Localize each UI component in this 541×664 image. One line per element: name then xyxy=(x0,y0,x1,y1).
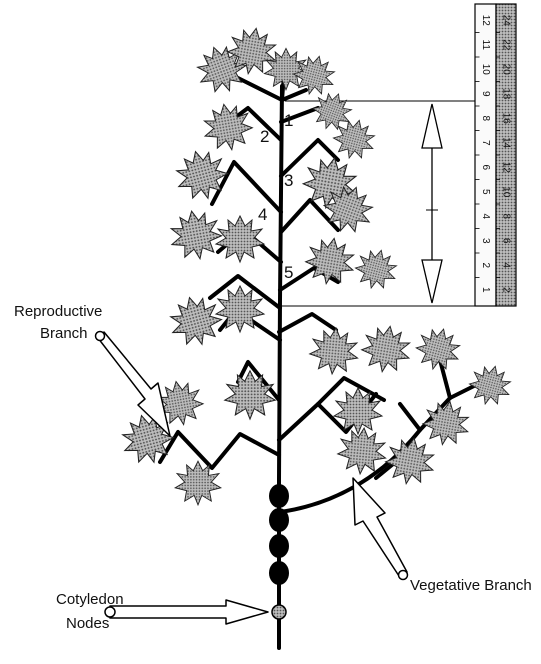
ruler-outer-tick-label: 20 xyxy=(500,64,511,76)
ruler-outer-tick-label: 6 xyxy=(500,238,511,244)
leaf-icon xyxy=(167,207,225,263)
leaf-icon xyxy=(420,398,472,449)
ruler-inner-tick-label: 2 xyxy=(480,262,491,268)
ruler-inner-tick-label: 3 xyxy=(480,238,491,244)
leaf-icon xyxy=(225,371,275,419)
ruler-inner-tick-label: 8 xyxy=(480,115,491,121)
reproductive-branch-arrow xyxy=(96,332,171,437)
ruler-outer-tick-label: 12 xyxy=(500,162,511,174)
ruler-inner-tick-label: 7 xyxy=(480,140,491,146)
vegetative-branch-sub-2 xyxy=(400,404,420,430)
ruler-inner-tick-label: 12 xyxy=(480,15,491,27)
leaf-icon xyxy=(165,291,226,351)
node-ellipse xyxy=(269,561,289,585)
ruler-inner-tick-label: 4 xyxy=(480,213,491,219)
leaf-icon xyxy=(117,409,178,469)
ruler-outer-tick-label: 16 xyxy=(500,113,511,125)
node-number-5: 5 xyxy=(284,263,293,282)
ruler-inner-tick-label: 9 xyxy=(480,91,491,97)
ruler-outer-tick-label: 14 xyxy=(500,137,511,149)
node-number-3: 3 xyxy=(284,171,293,190)
ruler-outer-tick-label: 10 xyxy=(500,186,511,198)
leaf-icon xyxy=(308,326,360,376)
right-branch-5 xyxy=(279,314,336,332)
leaf-icon xyxy=(351,245,401,293)
ruler-inner-tick-label: 1 xyxy=(480,287,491,293)
node-number-1: 1 xyxy=(284,111,293,130)
ruler-inner-tick-label: 10 xyxy=(480,64,491,76)
node-number-2: 2 xyxy=(260,127,269,146)
cotyledon-node xyxy=(272,605,286,619)
ruler-outer-tick-label: 4 xyxy=(500,262,511,268)
ruler-outer-tick-label: 18 xyxy=(500,88,511,100)
node-ellipse xyxy=(269,508,289,532)
leaf-icon xyxy=(465,361,515,409)
labels: Reproductive Branch Vegetative Branch Co… xyxy=(14,303,532,632)
ruler: 12 11 10 9 8 7 6 5 4 3 2 1 24 22 20 18 16 14 12 10 8 6 4 2 xyxy=(475,4,516,306)
cotyledon-label-line1: Cotyledon xyxy=(56,591,124,608)
leaf-icon xyxy=(412,324,464,375)
node-number-4: 4 xyxy=(258,205,267,224)
ruler-outer-tick-label: 24 xyxy=(500,15,511,27)
ruler-outer-tick-label: 2 xyxy=(500,287,511,293)
vegetative-branch-arrow xyxy=(353,478,408,580)
ruler-outer-tick-label: 22 xyxy=(500,39,511,51)
vegetative-branch-label: Vegetative Branch xyxy=(410,577,532,594)
reproductive-branch-stem xyxy=(160,432,279,468)
node-ellipse xyxy=(269,534,289,558)
ruler-inner-tick-label: 5 xyxy=(480,189,491,195)
cotyledon-nodes-arrow xyxy=(105,600,268,624)
ruler-outer-tick-label: 8 xyxy=(500,213,511,219)
ruler-inner-tick-label: 11 xyxy=(480,40,491,51)
leaf-icon xyxy=(303,234,358,288)
reproductive-branch-label-line1: Reproductive xyxy=(14,303,102,320)
cotyledon-label-line2: Nodes xyxy=(66,615,109,632)
ruler-inner-tick-label: 6 xyxy=(480,164,491,170)
reproductive-branch-label-line2: Branch xyxy=(40,325,88,342)
left-branch-2 xyxy=(212,162,281,212)
measurement-arrow xyxy=(422,104,442,303)
node-ellipse xyxy=(269,484,289,508)
leaf-icon xyxy=(359,322,414,376)
leaf-icon xyxy=(171,145,232,205)
